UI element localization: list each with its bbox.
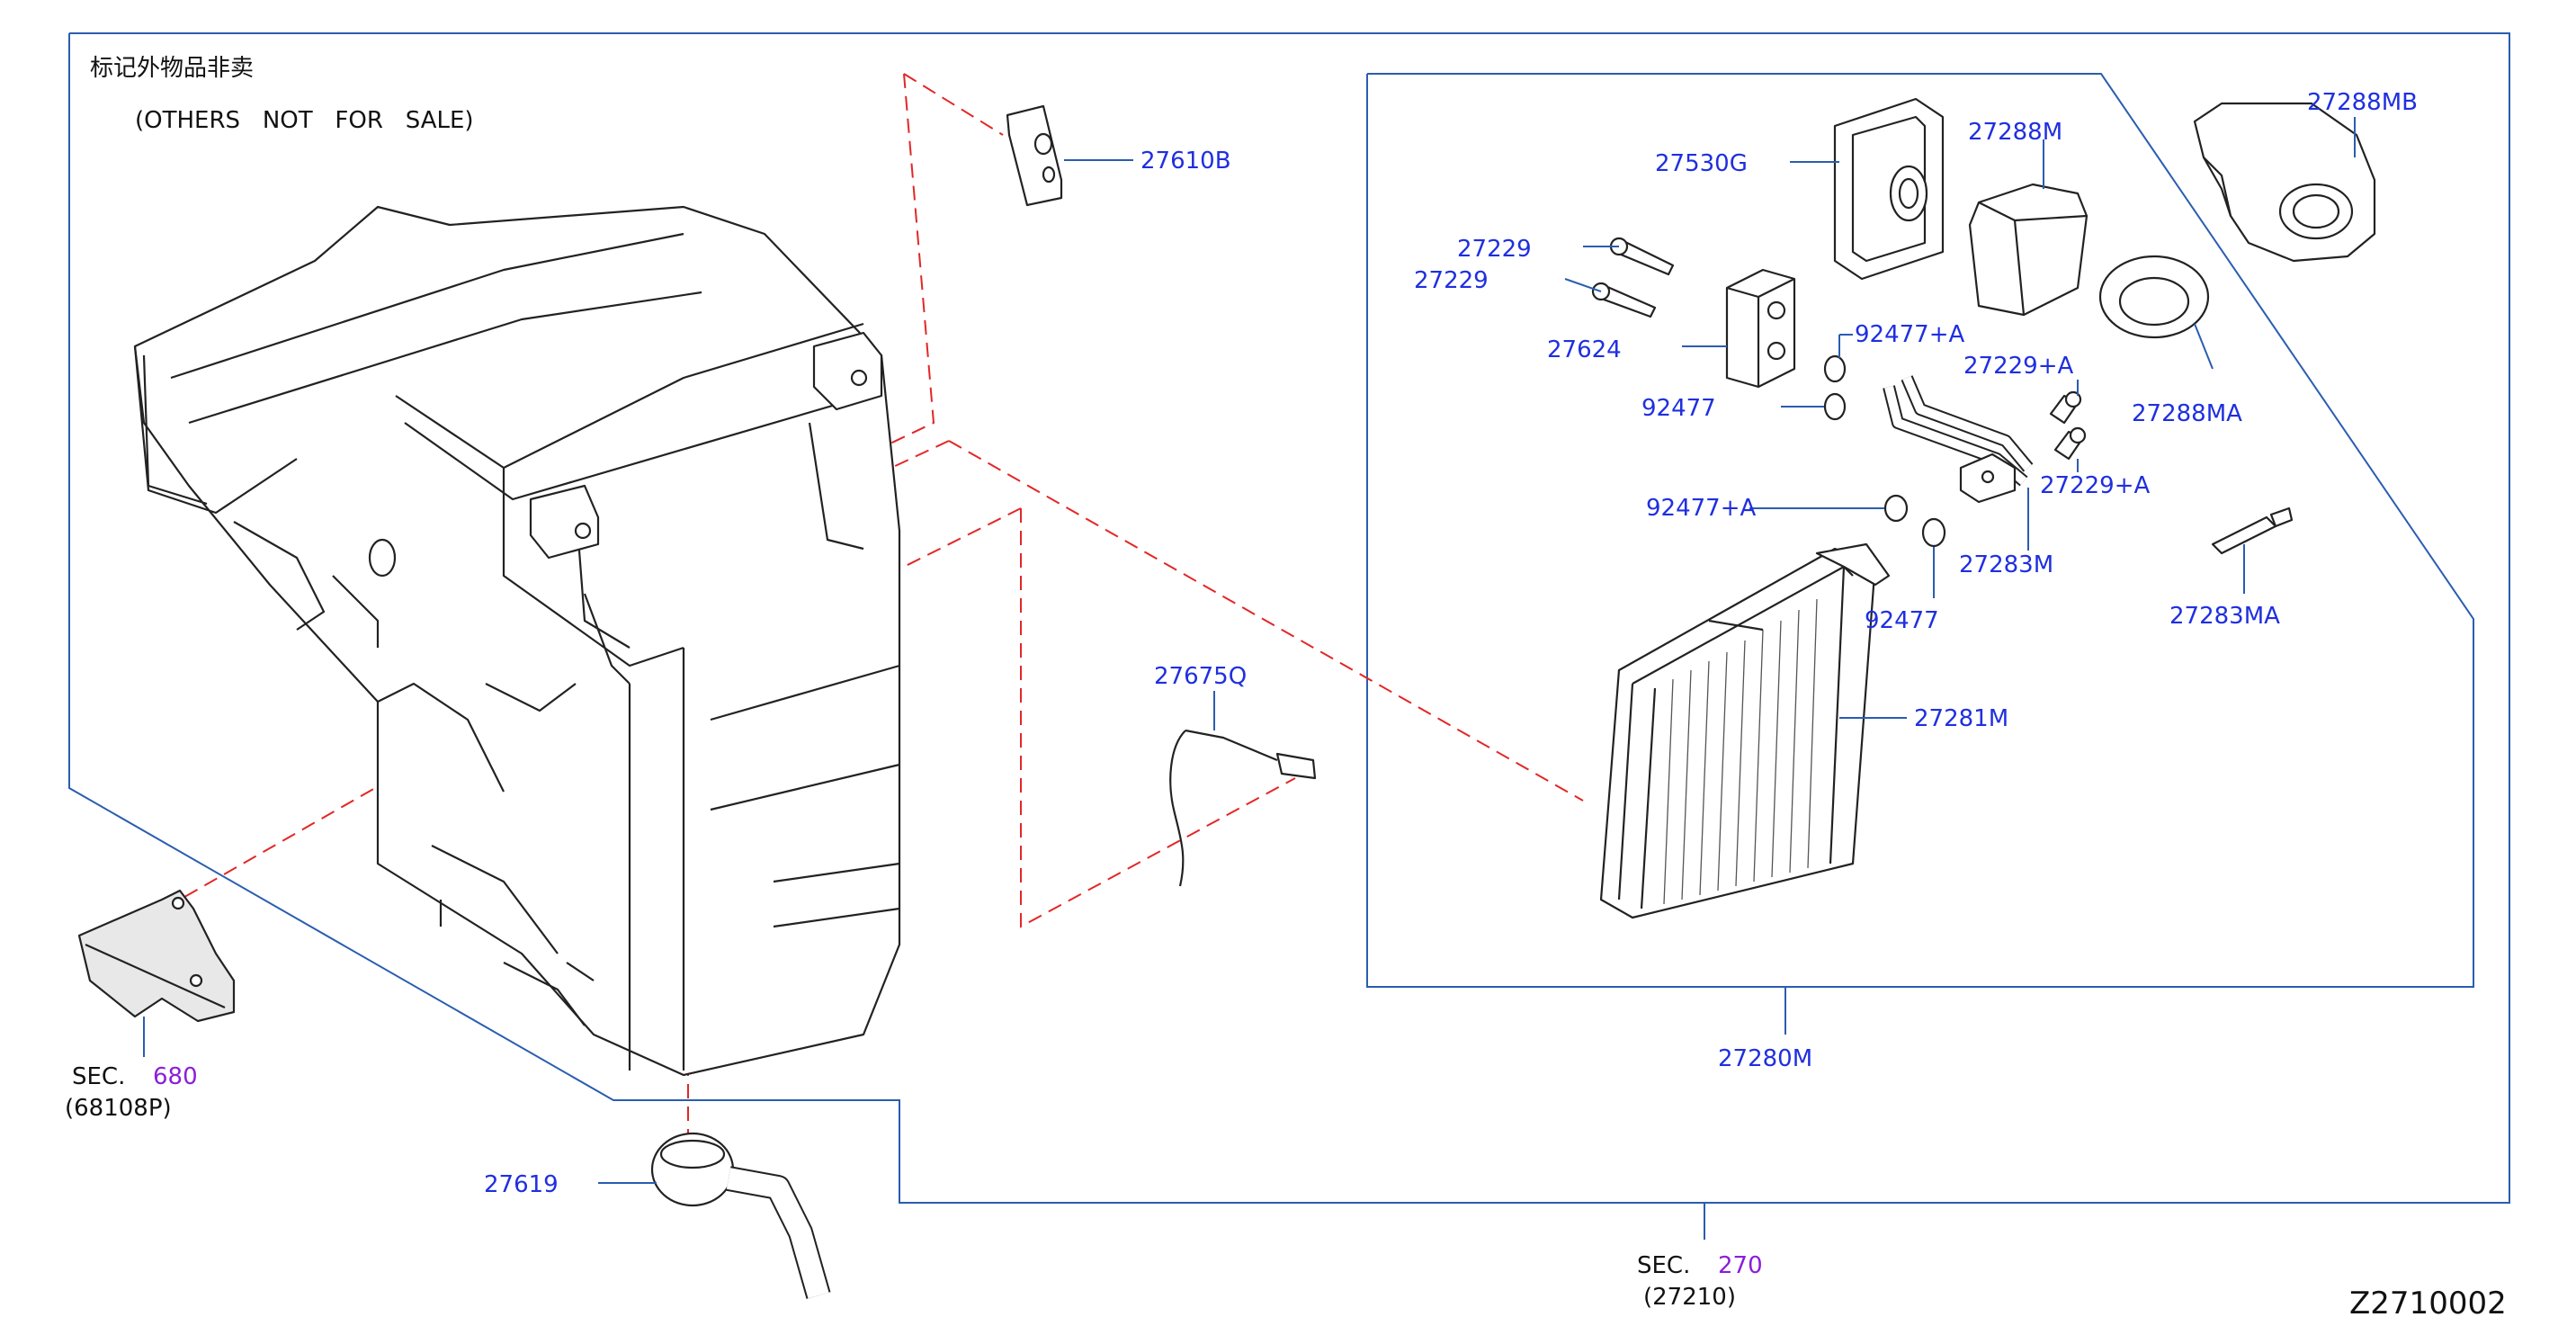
sec680-sub: (68108P)	[65, 1095, 172, 1122]
label-27288mb[interactable]: 27288MB	[2307, 89, 2418, 116]
sensor-27283ma	[2211, 506, 2294, 555]
diagram-code: Z2710002	[2349, 1286, 2507, 1322]
label-92477-1[interactable]: 92477	[1641, 395, 1716, 422]
note-english: (OTHERS NOT FOR SALE)	[135, 107, 474, 134]
label-27610b[interactable]: 27610B	[1140, 148, 1231, 175]
heater-cooling-unit	[133, 205, 901, 1077]
thermo-sensor-27675q	[1169, 729, 1317, 887]
label-92477a-2[interactable]: 92477+A	[1646, 495, 1756, 522]
evaporator-27281m	[1599, 542, 1891, 919]
evaporator-kit-frame	[1366, 73, 2474, 988]
label-27288m[interactable]: 27288M	[1968, 119, 2062, 146]
label-27530g[interactable]: 27530G	[1655, 150, 1748, 177]
bolts-27229	[1591, 237, 1675, 318]
label-27229a-2[interactable]: 27229+A	[2040, 472, 2150, 499]
label-27283ma[interactable]: 27283MA	[2169, 603, 2280, 630]
label-92477-2[interactable]: 92477	[1865, 607, 1939, 634]
expansion-valve-27624	[1725, 268, 1796, 389]
sec680-number[interactable]: 680	[153, 1063, 198, 1090]
sec270-sub: (27210)	[1643, 1284, 1736, 1311]
drain-hose-27619	[650, 1132, 831, 1299]
note-chinese: 标记外物品非卖	[90, 55, 254, 82]
sec270-label: SEC.	[1637, 1252, 1690, 1279]
seal-27610b	[1006, 104, 1063, 207]
label-27281m[interactable]: 27281M	[1914, 705, 2008, 732]
label-27229-b[interactable]: 27229	[1414, 267, 1489, 294]
ring-27288ma	[2098, 255, 2210, 339]
pipe-27283m	[1883, 375, 2034, 504]
sec680-label: SEC.	[72, 1063, 125, 1090]
o-rings	[1823, 354, 1946, 548]
label-27280m[interactable]: 27280M	[1718, 1045, 1812, 1072]
floor-duct-part	[77, 889, 236, 1023]
label-27675q[interactable]: 27675Q	[1154, 663, 1247, 690]
leader-lines	[143, 117, 2356, 1240]
label-92477a-1[interactable]: 92477+A	[1855, 321, 1964, 348]
label-27288ma[interactable]: 27288MA	[2132, 400, 2242, 427]
label-27229-a[interactable]: 27229	[1457, 236, 1532, 263]
label-27283m[interactable]: 27283M	[1959, 551, 2053, 578]
label-27624[interactable]: 27624	[1547, 336, 1622, 363]
insulator-27288m	[1968, 183, 2089, 317]
bolts-27229a	[2049, 390, 2087, 461]
duct-27288mb	[2193, 102, 2376, 263]
outer-frame	[68, 32, 2510, 1204]
housing-27530g	[1833, 97, 1945, 281]
label-27619[interactable]: 27619	[484, 1171, 559, 1198]
label-27229a-1[interactable]: 27229+A	[1963, 353, 2073, 380]
sec270-number[interactable]: 270	[1718, 1252, 1763, 1279]
